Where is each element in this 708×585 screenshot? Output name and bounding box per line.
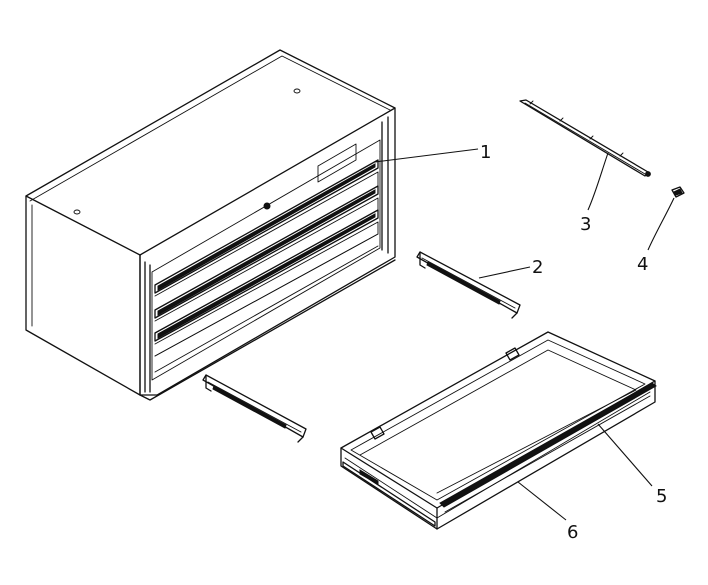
callout-5: 5 <box>656 486 667 507</box>
screw-clip <box>671 186 685 198</box>
drawer-slide-lower <box>202 374 307 443</box>
callout-6: 6 <box>567 522 578 543</box>
callout-1: 1 <box>480 142 491 163</box>
lock-bar <box>519 99 651 177</box>
callout-2: 2 <box>532 257 543 278</box>
callout-3: 3 <box>580 214 591 235</box>
drawer-slide-upper <box>416 251 521 319</box>
drawer-tray <box>340 331 657 530</box>
tool-chest-cabinet <box>25 49 396 401</box>
callout-4: 4 <box>637 254 648 275</box>
leader-lines <box>374 148 675 521</box>
